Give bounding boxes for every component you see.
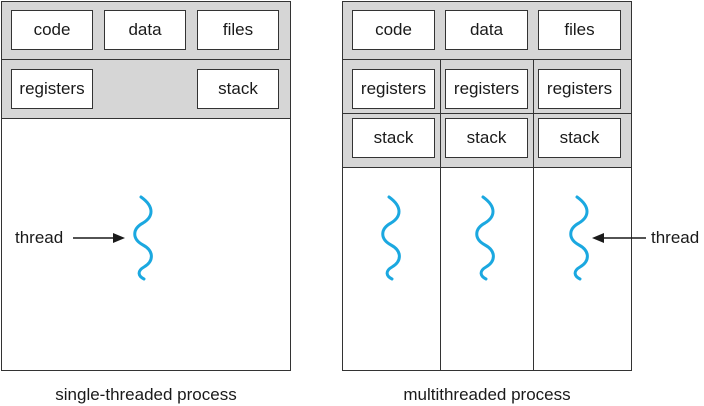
multi-stack-box-3: stack (538, 118, 621, 158)
multi-stack-box-2: stack (445, 118, 528, 158)
multi-registers-box-2: registers (445, 69, 528, 109)
thread-squiggle-icon (381, 195, 401, 281)
single-registers-box: registers (11, 69, 93, 109)
single-caption: single-threaded process (55, 385, 237, 404)
arrow-left-icon (592, 233, 646, 243)
multi-column-divider-2 (533, 60, 534, 370)
multi-files-box: files (538, 10, 621, 50)
multi-column-divider-1 (440, 60, 441, 370)
single-code-box: code (11, 10, 93, 50)
multi-caption: multithreaded process (403, 385, 571, 404)
thread-squiggle-icon (569, 195, 589, 281)
single-files-box: files (197, 10, 279, 50)
single-thread-label: thread (15, 228, 64, 247)
single-divider-1 (2, 59, 290, 60)
multi-thread-label: thread (651, 228, 700, 247)
multi-divider-mid (343, 113, 631, 114)
multi-registers-box-1: registers (352, 69, 435, 109)
single-divider-2 (2, 118, 290, 119)
multi-divider-1 (343, 59, 631, 60)
multi-divider-2 (343, 167, 631, 168)
single-stack-box: stack (197, 69, 279, 109)
thread-squiggle-icon (475, 195, 495, 281)
multi-data-box: data (445, 10, 528, 50)
multi-registers-box-3: registers (538, 69, 621, 109)
multi-stack-box-1: stack (352, 118, 435, 158)
single-data-box: data (104, 10, 186, 50)
arrow-right-icon (73, 233, 125, 243)
thread-squiggle-icon (133, 195, 153, 281)
multi-code-box: code (352, 10, 435, 50)
